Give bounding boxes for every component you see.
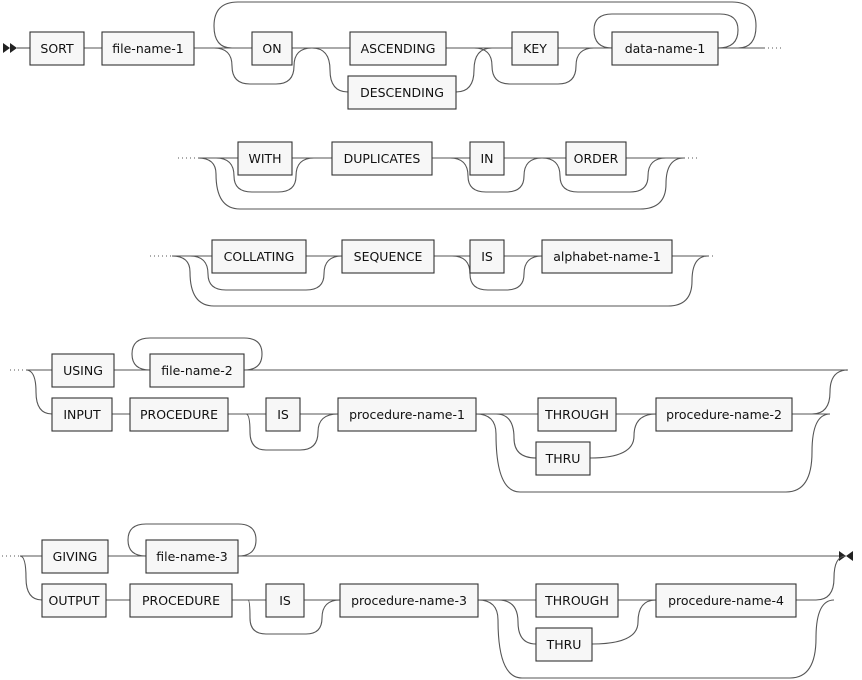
descending-keyword-label: DESCENDING (360, 85, 444, 100)
procedure-name-3-label: procedure-name-3 (351, 593, 467, 608)
sequence-keyword-box (341, 239, 435, 274)
file-name-3-label: file-name-3 (156, 549, 227, 564)
output-keyword-label: OUTPUT (49, 593, 100, 608)
row-3-lines (150, 255, 716, 307)
through-keyword-label-1: THROUGH (544, 407, 609, 422)
row-5-boxes: GIVING file-name-3 OUTPUT PROCEDURE IS p… (41, 539, 797, 662)
file-name-2-label: file-name-2 (161, 363, 232, 378)
key-keyword-box (511, 31, 559, 66)
with-keyword-box (237, 141, 293, 176)
procedure-name-1-box (337, 397, 477, 432)
in-keyword-label: IN (480, 151, 493, 166)
row-1-boxes: SORT file-name-1 ON ASCENDING DESCENDING… (29, 31, 719, 110)
giving-keyword-label: GIVING (53, 549, 98, 564)
on-keyword-box (251, 31, 293, 66)
data-name-1-label: data-name-1 (625, 41, 706, 56)
row-2-lines (178, 157, 700, 210)
ascending-keyword-label: ASCENDING (361, 41, 436, 56)
on-keyword-label: ON (262, 41, 281, 56)
row-5-lines (2, 523, 853, 679)
procedure-keyword-label-1: PROCEDURE (140, 407, 218, 422)
procedure-name-2-label: procedure-name-2 (666, 407, 782, 422)
file-name-2-box (149, 353, 245, 388)
alphabet-name-1-label: alphabet-name-1 (553, 249, 661, 264)
with-keyword-label: WITH (248, 151, 281, 166)
order-keyword-label: ORDER (574, 151, 619, 166)
is-keyword-box-3 (265, 583, 305, 618)
is-keyword-label-2: IS (277, 407, 289, 422)
in-keyword-box (469, 141, 505, 176)
through-keyword-box-1 (537, 397, 617, 432)
descending-keyword-box (347, 75, 457, 110)
duplicates-keyword-box (331, 141, 433, 176)
data-name-1-box (611, 31, 719, 66)
start-arrow-icon (3, 43, 10, 53)
is-keyword-label-1: IS (481, 249, 493, 264)
procedure-name-4-label: procedure-name-4 (668, 593, 784, 608)
order-keyword-box (565, 141, 627, 176)
row-2-boxes: WITH DUPLICATES IN ORDER (237, 141, 627, 176)
procedure-name-4-box (655, 583, 797, 618)
alphabet-name-1-box (541, 239, 673, 274)
thru-keyword-label-2: THRU (546, 637, 582, 652)
thru-keyword-label-1: THRU (545, 451, 581, 466)
file-name-1-label: file-name-1 (112, 41, 183, 56)
is-keyword-box-2 (265, 397, 301, 432)
procedure-keyword-box-1 (129, 397, 229, 432)
using-keyword-box (51, 353, 115, 388)
procedure-name-2-box (655, 397, 793, 432)
input-keyword-box (51, 397, 113, 432)
row-4-lines (10, 337, 849, 493)
collating-keyword-label: COLLATING (224, 249, 295, 264)
procedure-name-1-label: procedure-name-1 (349, 407, 465, 422)
end-bar-icon (846, 551, 853, 561)
key-keyword-label: KEY (523, 41, 547, 56)
row-4-boxes: USING file-name-2 INPUT PROCEDURE IS pro… (51, 353, 793, 476)
collating-keyword-box (211, 239, 307, 274)
sequence-keyword-label: SEQUENCE (354, 249, 423, 264)
sort-keyword-box (29, 31, 85, 66)
is-keyword-label-3: IS (279, 593, 291, 608)
using-keyword-label: USING (63, 363, 103, 378)
file-name-3-box (145, 539, 239, 574)
thru-keyword-box-1 (535, 441, 591, 476)
duplicates-keyword-label: DUPLICATES (344, 151, 421, 166)
input-keyword-label: INPUT (63, 407, 101, 422)
file-name-1-box (101, 31, 195, 66)
giving-keyword-box (41, 539, 109, 574)
start-arrow-icon-2 (10, 43, 17, 53)
procedure-name-3-box (339, 583, 479, 618)
procedure-keyword-label-2: PROCEDURE (142, 593, 220, 608)
sort-keyword-label: SORT (40, 41, 74, 56)
ascending-keyword-box (349, 31, 447, 66)
row-1-lines (3, 1, 782, 93)
is-keyword-box-1 (469, 239, 505, 274)
procedure-keyword-box-2 (129, 583, 233, 618)
thru-keyword-box-2 (535, 627, 593, 662)
through-keyword-label-2: THROUGH (544, 593, 609, 608)
output-keyword-box (41, 583, 107, 618)
through-keyword-box-2 (535, 583, 619, 618)
row-3-boxes: COLLATING SEQUENCE IS alphabet-name-1 (211, 239, 673, 274)
